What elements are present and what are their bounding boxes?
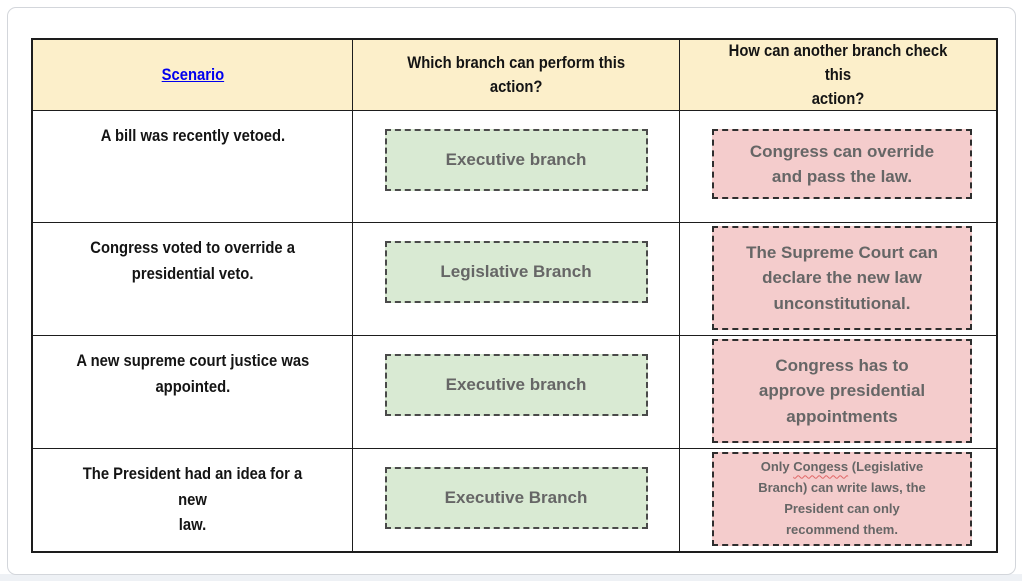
scenario-text-4: The President had an idea for a new law.: [82, 464, 303, 534]
check-answer-text-4: Only Congess (Legislative Branch) can wr…: [758, 457, 926, 540]
check-cell-1: Congress can override and pass the law.: [680, 111, 996, 223]
slide-card: Scenario Which branch can perform this a…: [7, 7, 1016, 575]
branch-answer-text-1: Executive branch: [445, 150, 587, 169]
bottom-strip: [0, 574, 1022, 581]
branch-cell-1: Executive branch: [353, 111, 680, 223]
col-header-check: How can another branch check this action…: [680, 40, 996, 111]
branch-answer-box-4[interactable]: Executive Branch: [384, 467, 648, 529]
check-answer-box-1[interactable]: Congress can override and pass the law.: [712, 129, 972, 199]
col-header-check-label: How can another branch check this action…: [728, 41, 948, 108]
branch-answer-box-3[interactable]: Executive branch: [384, 354, 648, 416]
scenario-cell-3: A new supreme court justice was appointe…: [33, 336, 353, 449]
col-header-branch-label: Which branch can perform this action?: [407, 53, 625, 96]
check-cell-3: Congress has to approve presidential app…: [680, 336, 996, 449]
check-answer-box-3[interactable]: Congress has to approve presidential app…: [712, 339, 972, 443]
check-text-after: (Legislative Branch) can write laws, the…: [758, 459, 926, 537]
branch-cell-2: Legislative Branch: [353, 223, 680, 336]
scenario-text-2: Congress voted to override a presidentia…: [90, 238, 295, 283]
branch-answer-text-4: Executive Branch: [444, 488, 588, 507]
check-answer-box-2[interactable]: The Supreme Court can declare the new la…: [712, 226, 972, 330]
branch-cell-3: Executive branch: [353, 336, 680, 449]
check-cell-2: The Supreme Court can declare the new la…: [680, 223, 996, 336]
checks-balances-table: Scenario Which branch can perform this a…: [31, 38, 998, 553]
scenario-cell-1: A bill was recently vetoed.: [33, 111, 353, 223]
check-answer-box-4[interactable]: Only Congess (Legislative Branch) can wr…: [712, 452, 972, 546]
scenario-cell-4: The President had an idea for a new law.: [33, 449, 353, 551]
scenario-cell-2: Congress voted to override a presidentia…: [33, 223, 353, 336]
col-header-branch: Which branch can perform this action?: [353, 40, 680, 111]
check-answer-text-2: The Supreme Court can declare the new la…: [746, 242, 938, 313]
branch-answer-box-2[interactable]: Legislative Branch: [384, 241, 648, 303]
col-header-scenario: Scenario: [33, 40, 353, 111]
scenario-link[interactable]: Scenario: [161, 65, 224, 85]
branch-cell-4: Executive Branch: [353, 449, 680, 551]
scenario-text-3: A new supreme court justice was appointe…: [76, 351, 309, 396]
branch-answer-box-1[interactable]: Executive branch: [384, 129, 648, 191]
check-cell-4: Only Congess (Legislative Branch) can wr…: [680, 449, 996, 551]
check-text-before: Only: [760, 459, 794, 475]
branch-answer-text-3: Executive branch: [445, 375, 587, 394]
misspelled-word: Congess: [793, 459, 849, 475]
check-answer-text-3: Congress has to approve presidential app…: [758, 355, 926, 426]
scenario-text-1: A bill was recently vetoed.: [100, 126, 285, 145]
check-answer-text-1: Congress can override and pass the law.: [749, 141, 935, 187]
branch-answer-text-2: Legislative Branch: [440, 262, 592, 281]
